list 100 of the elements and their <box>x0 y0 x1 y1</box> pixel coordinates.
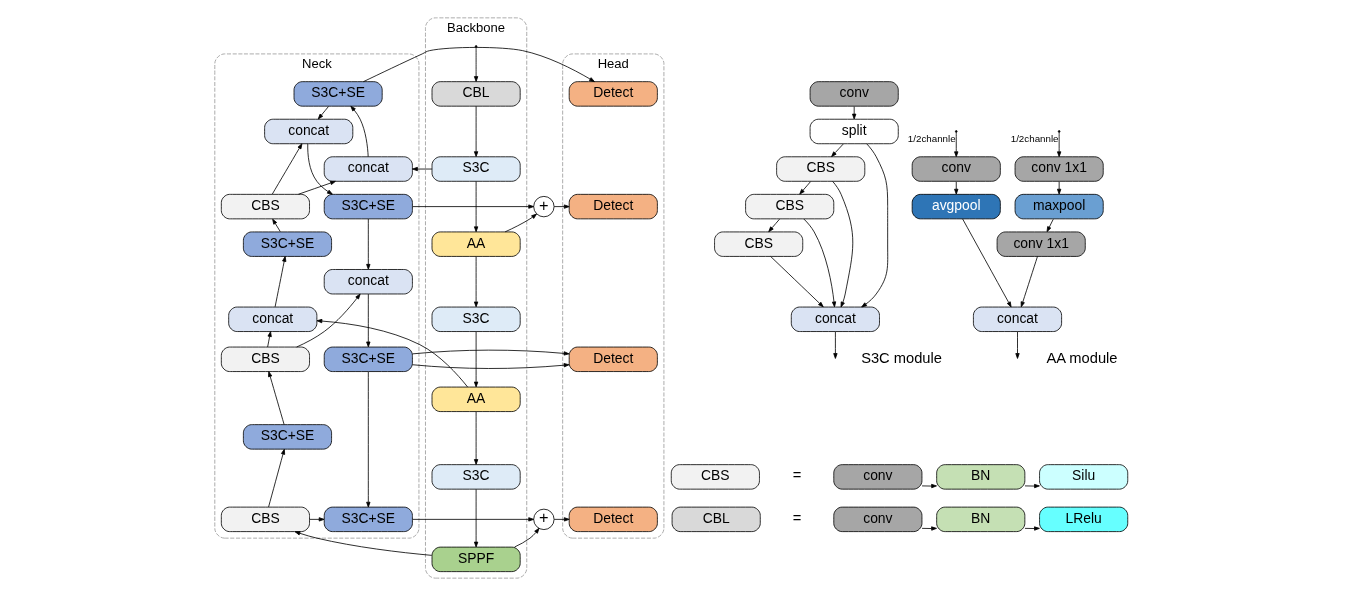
arrow <box>307 143 333 195</box>
arrow <box>412 349 570 369</box>
arrow <box>1024 483 1040 489</box>
arrow <box>514 527 540 548</box>
node-box: BN <box>936 464 1026 490</box>
node-box: Detect <box>568 346 658 372</box>
arrow <box>363 47 595 83</box>
node-box: S3C+SE <box>242 424 332 450</box>
node-box: CBL <box>671 506 761 532</box>
node-box: conv 1x1 <box>1014 156 1104 182</box>
edge-label: 1/2channle <box>1010 132 1059 144</box>
node-box: conv <box>911 156 1001 182</box>
node-box: CBS <box>220 506 310 532</box>
node-box: concat <box>973 306 1062 332</box>
arrow <box>833 331 838 359</box>
node-box: AA <box>431 386 521 412</box>
node-box: S3C+SE <box>293 81 383 107</box>
arrow <box>268 448 286 508</box>
arrow <box>921 526 937 531</box>
node-box: concat <box>228 306 318 332</box>
node-box: avgpool <box>911 193 1001 220</box>
node-box: CBS <box>220 193 310 220</box>
node-box: SPPF <box>431 546 521 573</box>
node-box: S3C <box>431 464 521 490</box>
arrow <box>412 204 535 209</box>
node-circle: + <box>533 508 555 530</box>
arrow <box>553 517 570 522</box>
node-box: conv <box>833 506 923 532</box>
arrow <box>272 218 281 233</box>
arrow <box>317 106 329 120</box>
arrow <box>412 166 433 172</box>
arrow <box>1046 218 1054 233</box>
node-box: conv 1x1 <box>996 231 1086 257</box>
arrow <box>268 371 285 425</box>
arrow <box>473 488 479 548</box>
node-box: S3C+SE <box>323 346 413 372</box>
arrow <box>921 483 937 489</box>
label: = <box>792 509 802 526</box>
node-box: S3C+SE <box>323 506 413 532</box>
arrow <box>954 181 959 195</box>
arrow <box>770 256 824 308</box>
arrow <box>473 256 479 308</box>
arrow <box>366 371 371 508</box>
node-box: concat <box>323 156 413 182</box>
node-box: concat <box>264 118 354 145</box>
node-box: S3C <box>431 306 521 332</box>
node-box: S3C+SE <box>323 193 413 220</box>
label: AA module <box>1046 349 1118 366</box>
arrow <box>861 143 889 308</box>
arrow <box>954 132 959 158</box>
node-box: CBL <box>431 81 521 107</box>
node-box: CBS <box>776 156 866 182</box>
arrow <box>473 47 479 82</box>
arrow <box>271 143 303 195</box>
node-box: LRelu <box>1039 506 1129 532</box>
node-box: CBS <box>745 193 835 220</box>
node-box: BN <box>936 506 1026 532</box>
arrow <box>412 517 535 522</box>
node-box: AA <box>431 231 521 257</box>
arrow <box>366 218 371 270</box>
arrow <box>1024 526 1040 531</box>
arrow <box>1057 181 1062 195</box>
arrow <box>473 331 479 388</box>
label: S3C module <box>861 349 942 366</box>
arrow <box>473 180 479 233</box>
node-box: conv <box>833 464 923 490</box>
arrow <box>366 293 371 348</box>
arrow <box>296 293 361 348</box>
node-box: Silu <box>1039 464 1129 490</box>
arrow <box>1057 132 1062 158</box>
arrow <box>799 181 811 195</box>
arrow <box>768 218 780 233</box>
arrow <box>1020 256 1038 308</box>
node-box: concat <box>790 306 880 332</box>
arrow <box>852 106 857 120</box>
node-box: S3C+SE <box>242 231 332 257</box>
arrow <box>473 411 479 465</box>
arrow <box>832 180 854 308</box>
arrow <box>473 105 479 157</box>
node-box: conv <box>809 81 899 107</box>
node-box: maxpool <box>1014 193 1104 220</box>
node-box: Detect <box>568 193 658 220</box>
arrow <box>962 218 1012 308</box>
arrow <box>309 517 325 522</box>
node-box: Detect <box>568 506 658 532</box>
arrow <box>553 204 570 209</box>
arrow <box>274 256 287 308</box>
arrow <box>294 531 433 556</box>
node-box: split <box>809 118 899 145</box>
node-box: Detect <box>568 81 658 107</box>
node-box: CBS <box>220 346 310 372</box>
arrow <box>1015 331 1020 359</box>
arrow <box>267 331 272 348</box>
node-box: CBS <box>670 464 760 490</box>
node-box: CBS <box>714 231 804 257</box>
arrow <box>297 180 336 195</box>
edge-label: 1/2channle <box>907 132 956 144</box>
arrow <box>831 143 844 157</box>
arrow <box>316 318 468 388</box>
label: = <box>792 467 802 484</box>
